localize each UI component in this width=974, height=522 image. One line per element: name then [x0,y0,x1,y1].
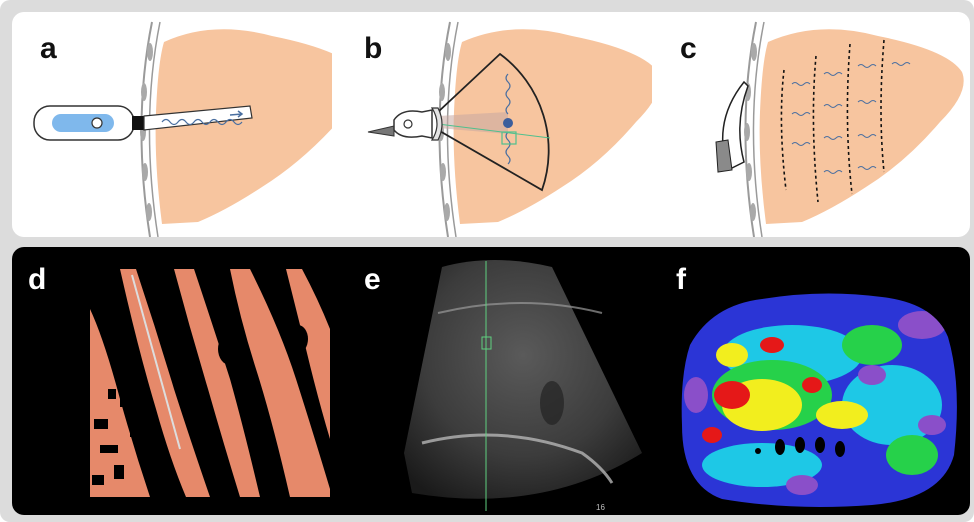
focal-point [503,118,513,128]
liver-shape [156,29,332,224]
vessel [540,381,564,425]
elastography-map [672,285,970,515]
mr-wave-image [90,269,330,497]
probe-button [404,120,412,128]
liver-shape [760,29,964,224]
ultrasound-image [402,253,642,513]
panel-b-illustration [332,12,652,237]
imaging-panel: d e [12,247,970,515]
panel-a-illustration [12,12,332,237]
probe-window [52,114,114,132]
rib-ovals [744,43,757,221]
probe-head [432,108,442,140]
probe-button [92,118,102,128]
probe-cable [368,126,394,136]
panel-label-d: d [28,265,46,295]
probe-tip [132,116,144,130]
ultrasound-sector [404,260,642,499]
ultrasound-scale-number: 16 [596,503,605,512]
push-beam [438,112,508,134]
rib-ovals [140,43,153,221]
panel-label-e: e [364,265,381,295]
probe-handle [394,110,432,138]
panel-c-illustration [652,12,970,237]
schematic-panel: a b [12,12,970,237]
